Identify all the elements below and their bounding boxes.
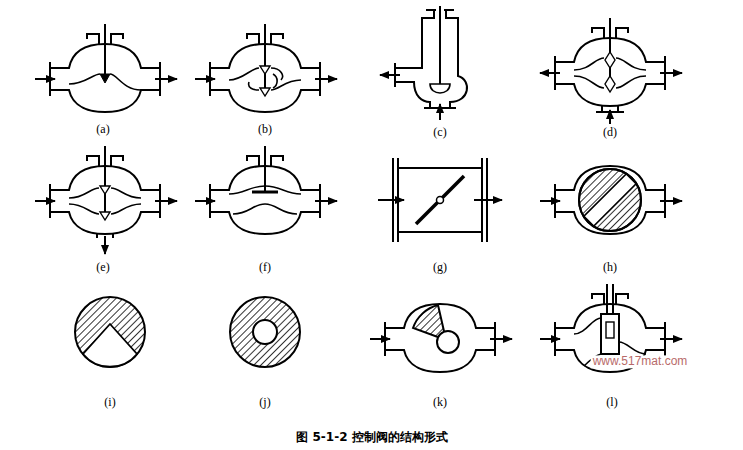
butterfly-valve (378, 158, 502, 242)
subfigure-label: (c) (433, 126, 446, 139)
subfigure-label: (f) (259, 261, 271, 274)
three-way-diverting-valve (540, 18, 682, 124)
o-ball (230, 297, 300, 367)
single-seat-valve (35, 24, 177, 112)
three-way-mixing-valve (35, 146, 177, 254)
subfigure-label: (k) (433, 396, 447, 409)
subfigure-label: (b) (258, 123, 272, 136)
subfigure-label: (l) (606, 396, 617, 409)
subfigure-label: (a) (96, 123, 109, 136)
ball-valve (540, 166, 682, 234)
diaphragm-valve (195, 146, 337, 234)
angle-valve (380, 6, 467, 120)
subfigure-label: (e) (96, 261, 109, 274)
figure-caption: 图 5-1-2 控制阀的结构形式 (296, 429, 447, 446)
watermark: www.517mat.com (591, 355, 690, 368)
subfigure-label: (j) (259, 396, 270, 409)
subfigure-label: (h) (603, 261, 617, 274)
double-seat-valve (195, 24, 337, 112)
v-notch-ball (75, 297, 145, 367)
subfigure-label: (i) (104, 396, 115, 409)
subfigure-label: (d) (603, 126, 617, 139)
subfigure-label: (g) (433, 261, 447, 274)
eccentric-rotary-valve (370, 304, 512, 372)
